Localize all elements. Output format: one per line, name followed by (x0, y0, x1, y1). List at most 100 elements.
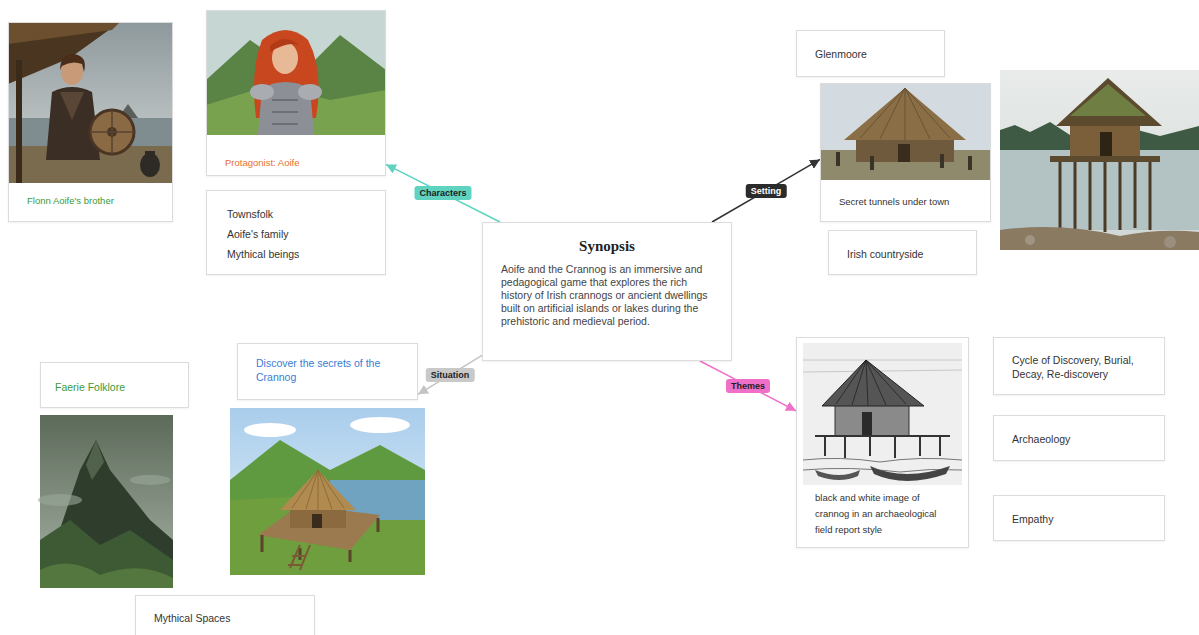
mountain-picture-part (130, 475, 170, 485)
connector-arrow (700, 361, 796, 411)
roundhouse-picture-part (820, 83, 991, 180)
synopsis-title: Synopsis (501, 237, 713, 255)
synopsis-box: SynopsisAoife and the Crannog is an imme… (482, 222, 732, 361)
crannog-painting-part (280, 470, 356, 510)
flonn-picture-part (8, 22, 173, 183)
field-report-sketch-part (836, 360, 906, 406)
flonn-picture-part (8, 22, 120, 84)
field-report-sketch (803, 343, 962, 485)
field-report-sketch-part (822, 360, 924, 406)
node-text: Aoife and the Crannog is an immersive an… (501, 263, 713, 328)
flonn-picture (8, 22, 173, 183)
note-box: Archaeology (993, 415, 1165, 461)
lake-crannog-picture-part (1000, 70, 1199, 250)
aoife-picture-part (272, 100, 298, 124)
note-box: Empathy (993, 495, 1165, 541)
mountain-picture (38, 415, 173, 588)
image-card: Protagonist: Aoife (206, 10, 386, 176)
list-box: TownsfolkAoife's familyMythical beings (206, 190, 386, 275)
field-report-sketch-part (803, 343, 962, 485)
roundhouse-picture (820, 83, 991, 180)
aoife-picture-part (206, 10, 386, 135)
field-report-sketch-part (815, 470, 860, 480)
crannog-painting-part (350, 417, 410, 433)
crannog-painting-part (312, 514, 322, 528)
lake-crannog-picture-part (1056, 78, 1162, 126)
image-card: Flonn Aoife's brother (8, 22, 173, 222)
lake-crannog-picture (1000, 70, 1199, 250)
roundhouse-picture-part (836, 152, 840, 166)
lake-crannog-picture-part (1000, 150, 1199, 230)
roundhouse-picture-part (940, 154, 944, 168)
note-box: Faerie Folklore (40, 362, 189, 408)
lake-crannog-picture-part (1000, 227, 1199, 250)
node-text: Aoife's family (227, 224, 367, 244)
crannog-painting-part (244, 423, 296, 437)
flonn-picture-part (145, 151, 155, 155)
node-text: Mythical beings (227, 244, 367, 264)
aoife-picture-part (298, 84, 322, 100)
lake-crannog-picture-part (1070, 84, 1146, 116)
node-text: Townsfolk (227, 204, 367, 224)
field-report-sketch-part (815, 436, 950, 458)
crannog-painting (230, 408, 425, 575)
connector-arrow (386, 164, 500, 222)
flonn-picture-part (60, 92, 84, 120)
image-card: black and white image of crannog in an a… (796, 337, 969, 548)
edge-label: Situation (426, 368, 475, 382)
roundhouse-picture-part (968, 156, 972, 170)
aoife-picture-part (206, 35, 386, 135)
field-report-sketch-part (803, 360, 962, 372)
lake-crannog-picture-part (1100, 132, 1112, 156)
mountain-picture-part (38, 494, 82, 506)
flonn-picture-part (90, 110, 134, 154)
note-box: Cycle of Discovery, Burial, Decay, Re-di… (993, 337, 1165, 395)
node-text: Secret tunnels under town (839, 196, 972, 208)
aoife-picture-part (250, 84, 274, 100)
connector-arrow (418, 355, 482, 394)
mountain-picture-part (40, 564, 173, 588)
roundhouse-picture-part (870, 156, 874, 170)
node-text: Mythical Spaces (154, 611, 296, 625)
mountain-picture-part (40, 520, 173, 588)
crannog-painting-part (230, 408, 425, 575)
crannog-painting-part (292, 470, 344, 510)
node-text: Cycle of Discovery, Burial, Decay, Re-di… (1012, 353, 1152, 381)
roundhouse-picture-part (898, 144, 910, 162)
node-text: Faerie Folklore (55, 380, 174, 394)
lake-crannog-picture-part (1164, 236, 1176, 248)
note-box: Discover the secrets of the Crannog (237, 343, 418, 400)
roundhouse-picture-part (860, 88, 950, 140)
lake-crannog-picture-part (1050, 156, 1160, 162)
field-report-sketch-part (870, 466, 950, 481)
mountain-picture-part (86, 440, 104, 480)
lake-crannog-picture-part (1025, 235, 1035, 245)
node-text: Empathy (1012, 512, 1152, 526)
connector-arrow (712, 159, 820, 222)
node-text: Irish countryside (847, 247, 958, 261)
note-box: Irish countryside (828, 230, 977, 275)
flonn-picture-part (8, 22, 120, 44)
edge-label: Setting (746, 184, 787, 198)
node-text: Glenmoore (815, 47, 926, 61)
flonn-picture-part (140, 153, 160, 177)
mountain-picture-part (40, 440, 173, 588)
lake-crannog-picture-part (1060, 160, 1150, 232)
field-report-sketch-part (862, 412, 872, 436)
image-card: Secret tunnels under town (820, 83, 991, 222)
node-text: Discover the secrets of the Crannog (256, 356, 401, 384)
flonn-picture-part (16, 60, 22, 183)
note-box: Glenmoore (796, 30, 945, 77)
flonn-picture-part (60, 54, 85, 72)
aoife-picture-part (270, 39, 300, 52)
edge-label: Themes (726, 379, 770, 393)
aoife-picture (206, 10, 386, 135)
note-box: Mythical Spaces (135, 595, 315, 635)
edge-label: Characters (414, 186, 471, 200)
flonn-picture-part (90, 110, 134, 154)
roundhouse-picture-part (844, 88, 966, 140)
node-text: Flonn Aoife's brother (27, 195, 154, 207)
node-text: Protagonist: Aoife (225, 157, 367, 169)
